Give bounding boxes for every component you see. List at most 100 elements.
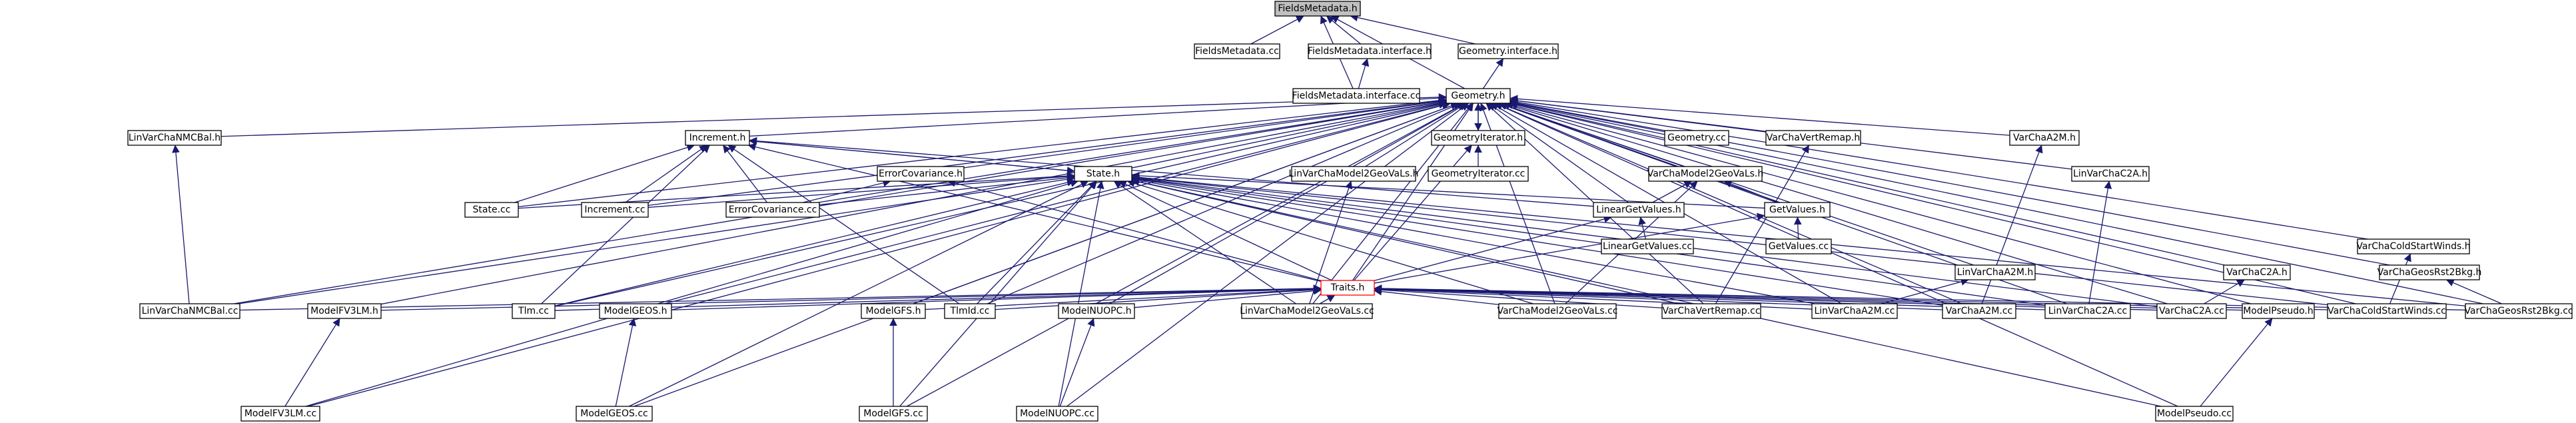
node-box [1274,1,1361,17]
node-getvalues-h[interactable]: GetValues.h [1764,202,1831,218]
edge-linvarchanmcbal-cc-to-linvarchanmcbal-h [172,145,190,304]
node-linvarchac2a-cc[interactable]: LinVarChaC2A.cc [2044,303,2131,319]
edge-modelpseudo-cc-to-modelpseudo-h [2200,318,2273,407]
node-label: Increment.h [689,133,746,143]
node-modelfv3lm-cc[interactable]: ModelFV3LM.cc [240,406,320,422]
node-varchacoldstartwinds-h[interactable]: VarChaColdStartWinds.h [2356,238,2471,254]
edge-increment-cc-to-geometry-h [647,97,1447,207]
node-modelpseudo-h[interactable]: ModelPseudo.h [2242,303,2315,319]
node-modelpseudo-cc[interactable]: ModelPseudo.cc [2155,406,2234,422]
edge-tlmid-cc-to-increment-h [727,145,960,304]
edge-increment-cc-to-state-h [647,173,1075,208]
node-label: LinVarChaNMCBal.cc [142,306,238,316]
node-label: State.cc [473,205,511,215]
node-box [2009,130,2080,146]
node-state-cc[interactable]: State.cc [464,202,519,218]
node-box [2044,303,2131,319]
node-modelgeos-cc[interactable]: ModelGEOS.cc [576,406,653,422]
node-varchavertremap-cc[interactable]: VarChaVertRemap.cc [1661,303,1761,319]
node-label: VarChaC2A.h [2226,267,2287,278]
node-lineargetvalues-h[interactable]: LinearGetValues.h [1593,202,1685,218]
node-varchavertremap-h[interactable]: VarChaVertRemap.h [1765,130,1861,146]
edge-varchacoldstartwinds-h-to-geometry-h [1509,98,2368,240]
node-modelnuopc-h[interactable]: ModelNUOPC.h [1058,303,1135,319]
node-geometry-h[interactable]: Geometry.h [1446,88,1511,104]
node-box [512,303,556,319]
node-modelfv3lm-h[interactable]: ModelFV3LM.h [307,303,382,319]
node-increment-cc[interactable]: Increment.cc [581,202,649,218]
node-varchaa2m-h[interactable]: VarChaA2M.h [2009,130,2080,146]
node-modelgfs-cc[interactable]: ModelGFS.cc [859,406,928,422]
node-traits-h[interactable]: Traits.h [1320,280,1375,296]
node-label: ModelNUOPC.h [1061,306,1131,316]
node-getvalues-cc[interactable]: GetValues.cc [1765,238,1832,254]
edge-linvarchac2a-cc-to-traits-h [1374,284,2046,310]
edge-linvarchanmcbal-cc-to-traits-h [239,284,1322,311]
node-label: ModelGFS.cc [863,408,923,419]
node-varchacoldstartwinds-cc[interactable]: VarChaColdStartWinds.cc [2327,303,2447,319]
node-geometry-cc[interactable]: Geometry.cc [1664,130,1729,146]
node-modelgeos-h[interactable]: ModelGEOS.h [599,303,672,319]
edge-varchaa2m-cc-to-geometry-h [1495,103,1962,304]
node-varchamodel2geovals-cc[interactable]: VarChaModel2GeoVaLs.cc [1497,303,1618,319]
node-label: ModelPseudo.h [2243,306,2314,316]
edge-tlmid-cc-to-state-h [977,181,1096,304]
node-label: VarChaModel2GeoVaLs.h [1647,169,1764,179]
node-box [1320,280,1375,296]
node-label: VarChaColdStartWinds.h [2356,241,2470,252]
node-errorcovariance-h[interactable]: ErrorCovariance.h [877,166,965,182]
edge-modelpseudo-cc-to-geometry-h [1494,103,2178,407]
node-box [1428,166,1529,182]
node-geometry-interface-h[interactable]: Geometry.interface.h [1458,43,1559,59]
node-varchageosrst2bkg-cc[interactable]: VarChaGeosRst2Bkg.cc [2464,303,2573,319]
node-linvarchanmcbal-cc[interactable]: LinVarChaNMCBal.cc [139,303,240,319]
node-modelnuopc-cc[interactable]: ModelNUOPC.cc [1016,406,1098,422]
edge-modelgfs-cc-to-state-h [899,181,1097,407]
node-label: ErrorCovariance.cc [729,205,817,215]
node-linvarchac2a-h[interactable]: LinVarChaC2A.h [2071,166,2150,182]
node-modelgfs-h[interactable]: ModelGFS.h [861,303,926,319]
node-fieldsmetadata-cc[interactable]: FieldsMetadata.cc [1194,43,1280,59]
edge-errorcovariance-cc-to-state-h [819,174,1075,206]
node-box [1241,303,1373,319]
node-fieldsmetadata-interface-h[interactable]: FieldsMetadata.interface.h [1308,43,1432,59]
node-box [1458,43,1559,59]
node-fieldsmetadata-interface-cc[interactable]: FieldsMetadata.interface.cc [1292,88,1421,104]
edge-varchacoldstartwinds-cc-to-geometry-h [1508,101,2356,304]
node-state-h[interactable]: State.h [1074,166,1132,182]
node-varchac2a-cc[interactable]: VarChaC2A.cc [2156,303,2227,319]
edge-modelgeos-h-to-traits-h [671,284,1322,310]
node-varchamodel2geovals-h[interactable]: VarChaModel2GeoVaLs.h [1647,166,1764,182]
node-box [1292,88,1420,104]
node-linvarchaa2m-h[interactable]: LinVarChaA2M.h [1954,264,2036,280]
node-box [2465,303,2573,319]
node-varchaa2m-cc[interactable]: VarChaA2M.cc [1942,303,2016,319]
node-varchac2a-h[interactable]: VarChaC2A.h [2223,264,2291,280]
node-tlm-cc[interactable]: Tlm.cc [512,303,556,319]
edge-traits-h-to-getvalues-h [1374,212,1765,284]
node-increment-h[interactable]: Increment.h [685,130,750,146]
node-linvarchamodel2geovals-cc[interactable]: LinVarChaModel2GeoVaLs.cc [1240,303,1374,319]
node-linvarchaa2m-cc[interactable]: LinVarChaA2M.cc [1811,303,1898,319]
node-box [599,303,672,319]
node-label: ModelFV3LM.h [310,306,378,316]
edge-modelfv3lm-cc-to-geometry-h [308,101,1452,407]
edge-lineargetvalues-h-to-geometry-h [1488,103,1629,203]
node-geometryiterator-h[interactable]: GeometryIterator.h [1431,130,1525,146]
edge-varchavertremap-cc-to-state-h [1131,178,1679,304]
edge-modelgeos-h-to-geometry-h [663,101,1450,304]
node-linvarchamodel2geovals-h[interactable]: LinVarChaModel2GeoVaLs.h [1288,166,1419,182]
node-lineargetvalues-cc[interactable]: LinearGetValues.cc [1601,238,1694,254]
edge-modelpseudo-cc-to-state-h [1131,178,2162,407]
node-geometryiterator-cc[interactable]: GeometryIterator.cc [1428,166,1529,182]
node-label: ModelGEOS.cc [580,408,647,419]
edge-lineargetvalues-cc-to-lineargetvalues-h [1638,216,1647,240]
edge-modelgeos-cc-to-state-h [629,181,1089,407]
node-box [127,130,222,146]
node-errorcovariance-cc[interactable]: ErrorCovariance.cc [725,202,820,218]
node-tlmid-cc[interactable]: TlmId.cc [944,303,996,319]
edge-linvarchamodel2geovals-h-to-geometry-h [1365,103,1467,167]
node-box [725,202,820,218]
node-varchageosrst2bkg-h[interactable]: VarChaGeosRst2Bkg.h [2377,264,2482,280]
node-linvarchanmcbal-h[interactable]: LinVarChaNMCBal.h [127,130,222,146]
